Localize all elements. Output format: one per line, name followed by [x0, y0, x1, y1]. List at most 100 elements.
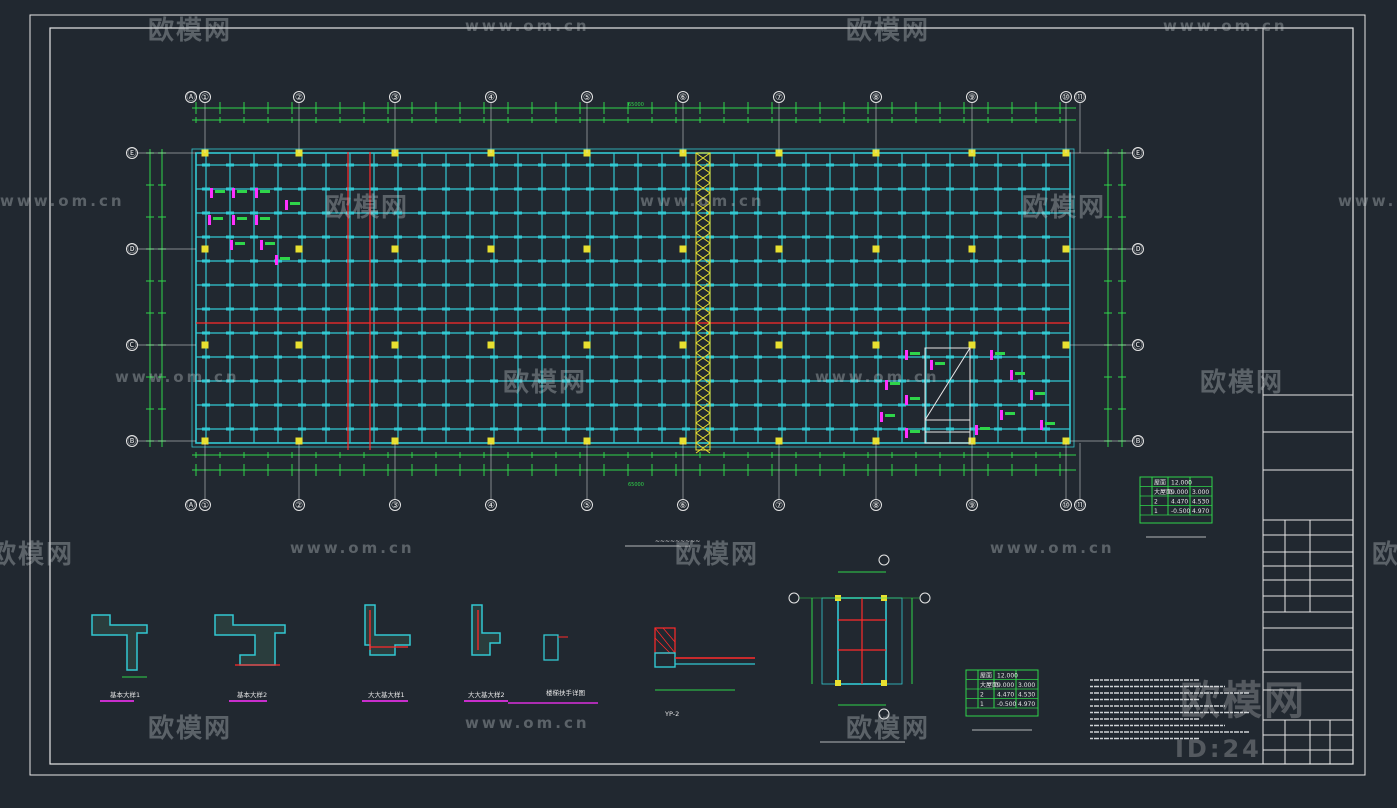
plan-caption: ~~~~~~~~~ — [625, 538, 700, 547]
beam-tag-green — [290, 202, 300, 205]
beam-tag-green — [260, 217, 270, 220]
column-axis-top-label: ③ — [391, 93, 399, 103]
beam-tag-magenta — [230, 240, 233, 250]
column-axis-bottom-label: ⑨ — [968, 501, 976, 511]
elevation-cell: 9.000 — [1171, 489, 1188, 496]
column-square — [1062, 437, 1070, 445]
column-axis-bottom-circle — [485, 499, 497, 511]
elevation-cell: -0.500 — [997, 701, 1017, 708]
column-square — [487, 245, 495, 253]
beam-tag-magenta — [208, 215, 211, 225]
beam-tag-green — [260, 190, 270, 193]
column-square — [201, 341, 209, 349]
column-square — [1062, 245, 1070, 253]
beam-tag-green — [1035, 392, 1045, 395]
beam-tag-magenta — [285, 200, 288, 210]
row-axis-left-label: Ⓓ — [127, 244, 136, 255]
row-axis-left-label: Ⓔ — [127, 148, 136, 159]
column-axis-top-circle — [870, 91, 882, 103]
elevation-cell: 大屋面 — [980, 681, 998, 689]
elevation-table-frame — [1139, 476, 1213, 524]
column-axis-top-label: ⑨ — [968, 93, 976, 103]
section-lines — [196, 152, 1070, 450]
beam-tag-magenta — [880, 412, 883, 422]
row-axis-left-circle — [126, 339, 138, 351]
elevation-cell: 1 — [1154, 508, 1158, 515]
column-axis-extra-bottom-circle — [185, 499, 197, 511]
column-axis-extra-top-circle — [185, 91, 197, 103]
column-axis-bottom-label: ③ — [391, 501, 399, 511]
column-axis-top-circle — [485, 91, 497, 103]
column-square — [583, 245, 591, 253]
column-axis-bottom-circle — [1060, 499, 1072, 511]
beam-tag-magenta — [1030, 390, 1033, 400]
column-axis-top-circle — [773, 91, 785, 103]
column-axis-bottom-label: ① — [201, 501, 209, 511]
column-axis-bottom-circle — [966, 499, 978, 511]
column-square — [201, 437, 209, 445]
column-square — [487, 437, 495, 445]
column-axis-top-circle — [199, 91, 211, 103]
column-axis-bottom-label: ⑪ — [1075, 500, 1084, 511]
column-square — [1062, 341, 1070, 349]
column-square — [872, 341, 880, 349]
elevation-cell: 1 — [980, 701, 984, 708]
beam-tag-magenta — [1040, 420, 1043, 430]
beam-tags — [208, 188, 1055, 438]
column-axis-top-label: ⑪ — [1075, 92, 1084, 103]
column-square — [872, 245, 880, 253]
stair-detail-plan — [788, 554, 931, 743]
column-square — [391, 341, 399, 349]
elevation-cell: 2 — [980, 692, 984, 699]
svg-text:~~~~~~~~~: ~~~~~~~~~ — [655, 538, 700, 545]
svg-text:基本大样2: 基本大样2 — [237, 690, 267, 699]
elevation-cell: 4.530 — [1018, 692, 1035, 699]
beam-tag-green — [910, 352, 920, 355]
column-axis-bottom-circle — [1074, 499, 1086, 511]
row-axis-left-circle — [126, 435, 138, 447]
beam-tag-green — [1015, 372, 1025, 375]
column-square — [391, 437, 399, 445]
elevation-cell: 4.970 — [1192, 508, 1209, 515]
column-axis-bottom-circle — [773, 499, 785, 511]
column-axis-bottom-label: ⑤ — [583, 501, 591, 511]
column-square — [391, 245, 399, 253]
row-axis-right-label: Ⓓ — [1133, 244, 1142, 255]
column-axis-top-label: ② — [295, 93, 303, 103]
row-axis-right-circle — [1132, 339, 1144, 351]
row-axis-right-circle — [1132, 435, 1144, 447]
beam-tag-green — [213, 217, 223, 220]
general-notes — [1090, 679, 1250, 740]
column-axis-bottom-circle — [677, 499, 689, 511]
column-axis-bottom-label: ⑩ — [1062, 501, 1070, 511]
overall-dimension-top: 65000 — [628, 102, 644, 108]
column-square — [295, 437, 303, 445]
beam-tag-green — [910, 397, 920, 400]
row-axis-right-label: Ⓔ — [1133, 148, 1142, 159]
elevation-cell: 4.970 — [1018, 701, 1035, 708]
beam-tag-magenta — [260, 240, 263, 250]
column-axis-top-circle — [1060, 91, 1072, 103]
elevation-cell: 12.000 — [1171, 480, 1192, 487]
column-axis-top-label: ⑧ — [872, 93, 880, 103]
beam-tag-magenta — [905, 395, 908, 405]
beam-tag-green — [237, 190, 247, 193]
row-axis-right-circle — [1132, 147, 1144, 159]
elevation-cell: 3.000 — [1018, 682, 1035, 689]
column-square — [775, 341, 783, 349]
beam-tag-magenta — [975, 425, 978, 435]
svg-text:大大基大样2: 大大基大样2 — [468, 690, 505, 699]
column-axis-top-circle — [677, 91, 689, 103]
structural-grid — [191, 148, 1075, 448]
column-square — [201, 245, 209, 253]
column-axis-top-circle — [389, 91, 401, 103]
detail-yp2: YP-2 — [654, 627, 755, 718]
elevation-cell: 4.470 — [1171, 499, 1188, 506]
elevation-cell: 3.000 — [1192, 489, 1209, 496]
elevation-cell: -0.500 — [1171, 508, 1191, 515]
beam-tag-magenta — [275, 255, 278, 265]
beam-tag-magenta — [232, 188, 235, 198]
column-axis-bottom-circle — [293, 499, 305, 511]
svg-text:楼梯扶手详图: 楼梯扶手详图 — [546, 688, 585, 697]
